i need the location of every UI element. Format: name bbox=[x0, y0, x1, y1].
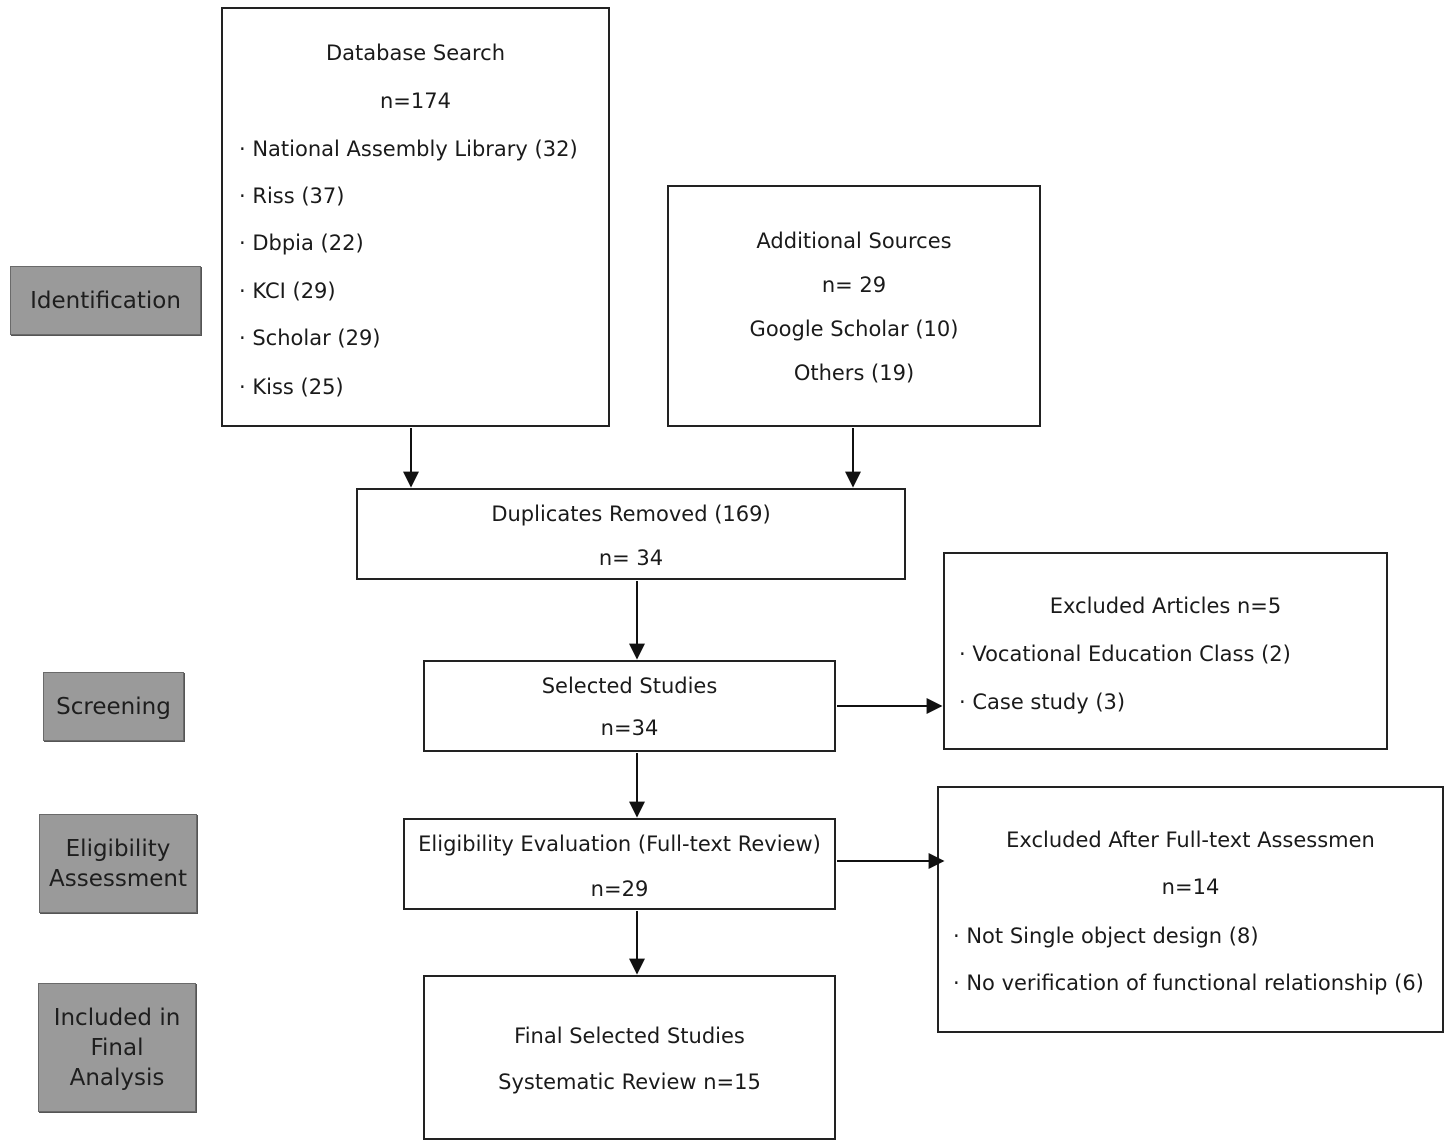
eligibility-evaluation-title: Eligibility Evaluation (Full-text Review… bbox=[418, 832, 821, 856]
selected-studies-title: Selected Studies bbox=[541, 674, 718, 698]
excluded-fulltext-title: Excluded After Full-text Assessmen bbox=[1006, 828, 1375, 852]
stage-included: Included in Final Analysis bbox=[38, 983, 196, 1112]
selected-studies-box: Selected Studies n=34 bbox=[423, 660, 836, 752]
stage-label-line: Assessment bbox=[49, 865, 187, 892]
excluded-fulltext-item: · No verification of functional relation… bbox=[953, 971, 1424, 995]
excluded-articles-box: Excluded Articles n=5 · Vocational Educa… bbox=[943, 552, 1388, 750]
stage-label-line: Identification bbox=[30, 287, 181, 314]
additional-sources-count: n= 29 bbox=[821, 273, 887, 297]
excluded-fulltext-count: n=14 bbox=[1161, 875, 1220, 899]
database-item: · Dbpia (22) bbox=[239, 231, 364, 255]
excluded-fulltext-box: Excluded After Full-text Assessmen n=14 … bbox=[937, 786, 1444, 1033]
database-item: · Riss (37) bbox=[239, 184, 345, 208]
duplicates-removed-title: Duplicates Removed (169) bbox=[491, 502, 771, 526]
database-search-title: Database Search bbox=[325, 41, 506, 65]
excluded-fulltext-item: · Not Single object design (8) bbox=[953, 924, 1259, 948]
final-selected-box: Final Selected Studies Systematic Review… bbox=[423, 975, 836, 1140]
stage-label-line: Eligibility bbox=[65, 835, 171, 862]
stage-label-line: Analysis bbox=[69, 1064, 165, 1091]
database-search-box: Database Search n=174 · National Assembl… bbox=[221, 7, 610, 427]
eligibility-evaluation-count: n=29 bbox=[590, 877, 649, 901]
selected-studies-count: n=34 bbox=[600, 716, 659, 740]
excluded-articles-title: Excluded Articles n=5 bbox=[1049, 594, 1282, 618]
stage-label-line: Included in bbox=[53, 1004, 181, 1031]
final-selected-title: Final Selected Studies bbox=[514, 1024, 745, 1048]
stage-screening: Screening bbox=[43, 672, 184, 741]
database-item: · Scholar (29) bbox=[239, 326, 381, 350]
duplicates-removed-box: Duplicates Removed (169) n= 34 bbox=[356, 488, 906, 580]
additional-source-item: Others (19) bbox=[793, 361, 915, 385]
excluded-article-item: · Vocational Education Class (2) bbox=[959, 642, 1291, 666]
stage-label-line: Final bbox=[90, 1034, 144, 1061]
additional-source-item: Google Scholar (10) bbox=[749, 317, 959, 341]
additional-sources-box: Additional Sources n= 29 Google Scholar … bbox=[667, 185, 1041, 427]
database-item: · Kiss (25) bbox=[239, 375, 344, 399]
duplicates-removed-count: n= 34 bbox=[598, 546, 664, 570]
eligibility-evaluation-box: Eligibility Evaluation (Full-text Review… bbox=[403, 818, 836, 910]
database-search-count: n=174 bbox=[380, 89, 451, 113]
additional-sources-title: Additional Sources bbox=[756, 229, 952, 253]
stage-label-line: Screening bbox=[56, 693, 171, 720]
excluded-article-item: · Case study (3) bbox=[959, 690, 1126, 714]
database-item: · National Assembly Library (32) bbox=[239, 137, 578, 161]
stage-eligibility: Eligibility Assessment bbox=[39, 814, 197, 913]
database-item: · KCI (29) bbox=[239, 279, 336, 303]
final-selected-subtitle: Systematic Review n=15 bbox=[498, 1070, 761, 1094]
stage-identification: Identification bbox=[10, 266, 201, 335]
